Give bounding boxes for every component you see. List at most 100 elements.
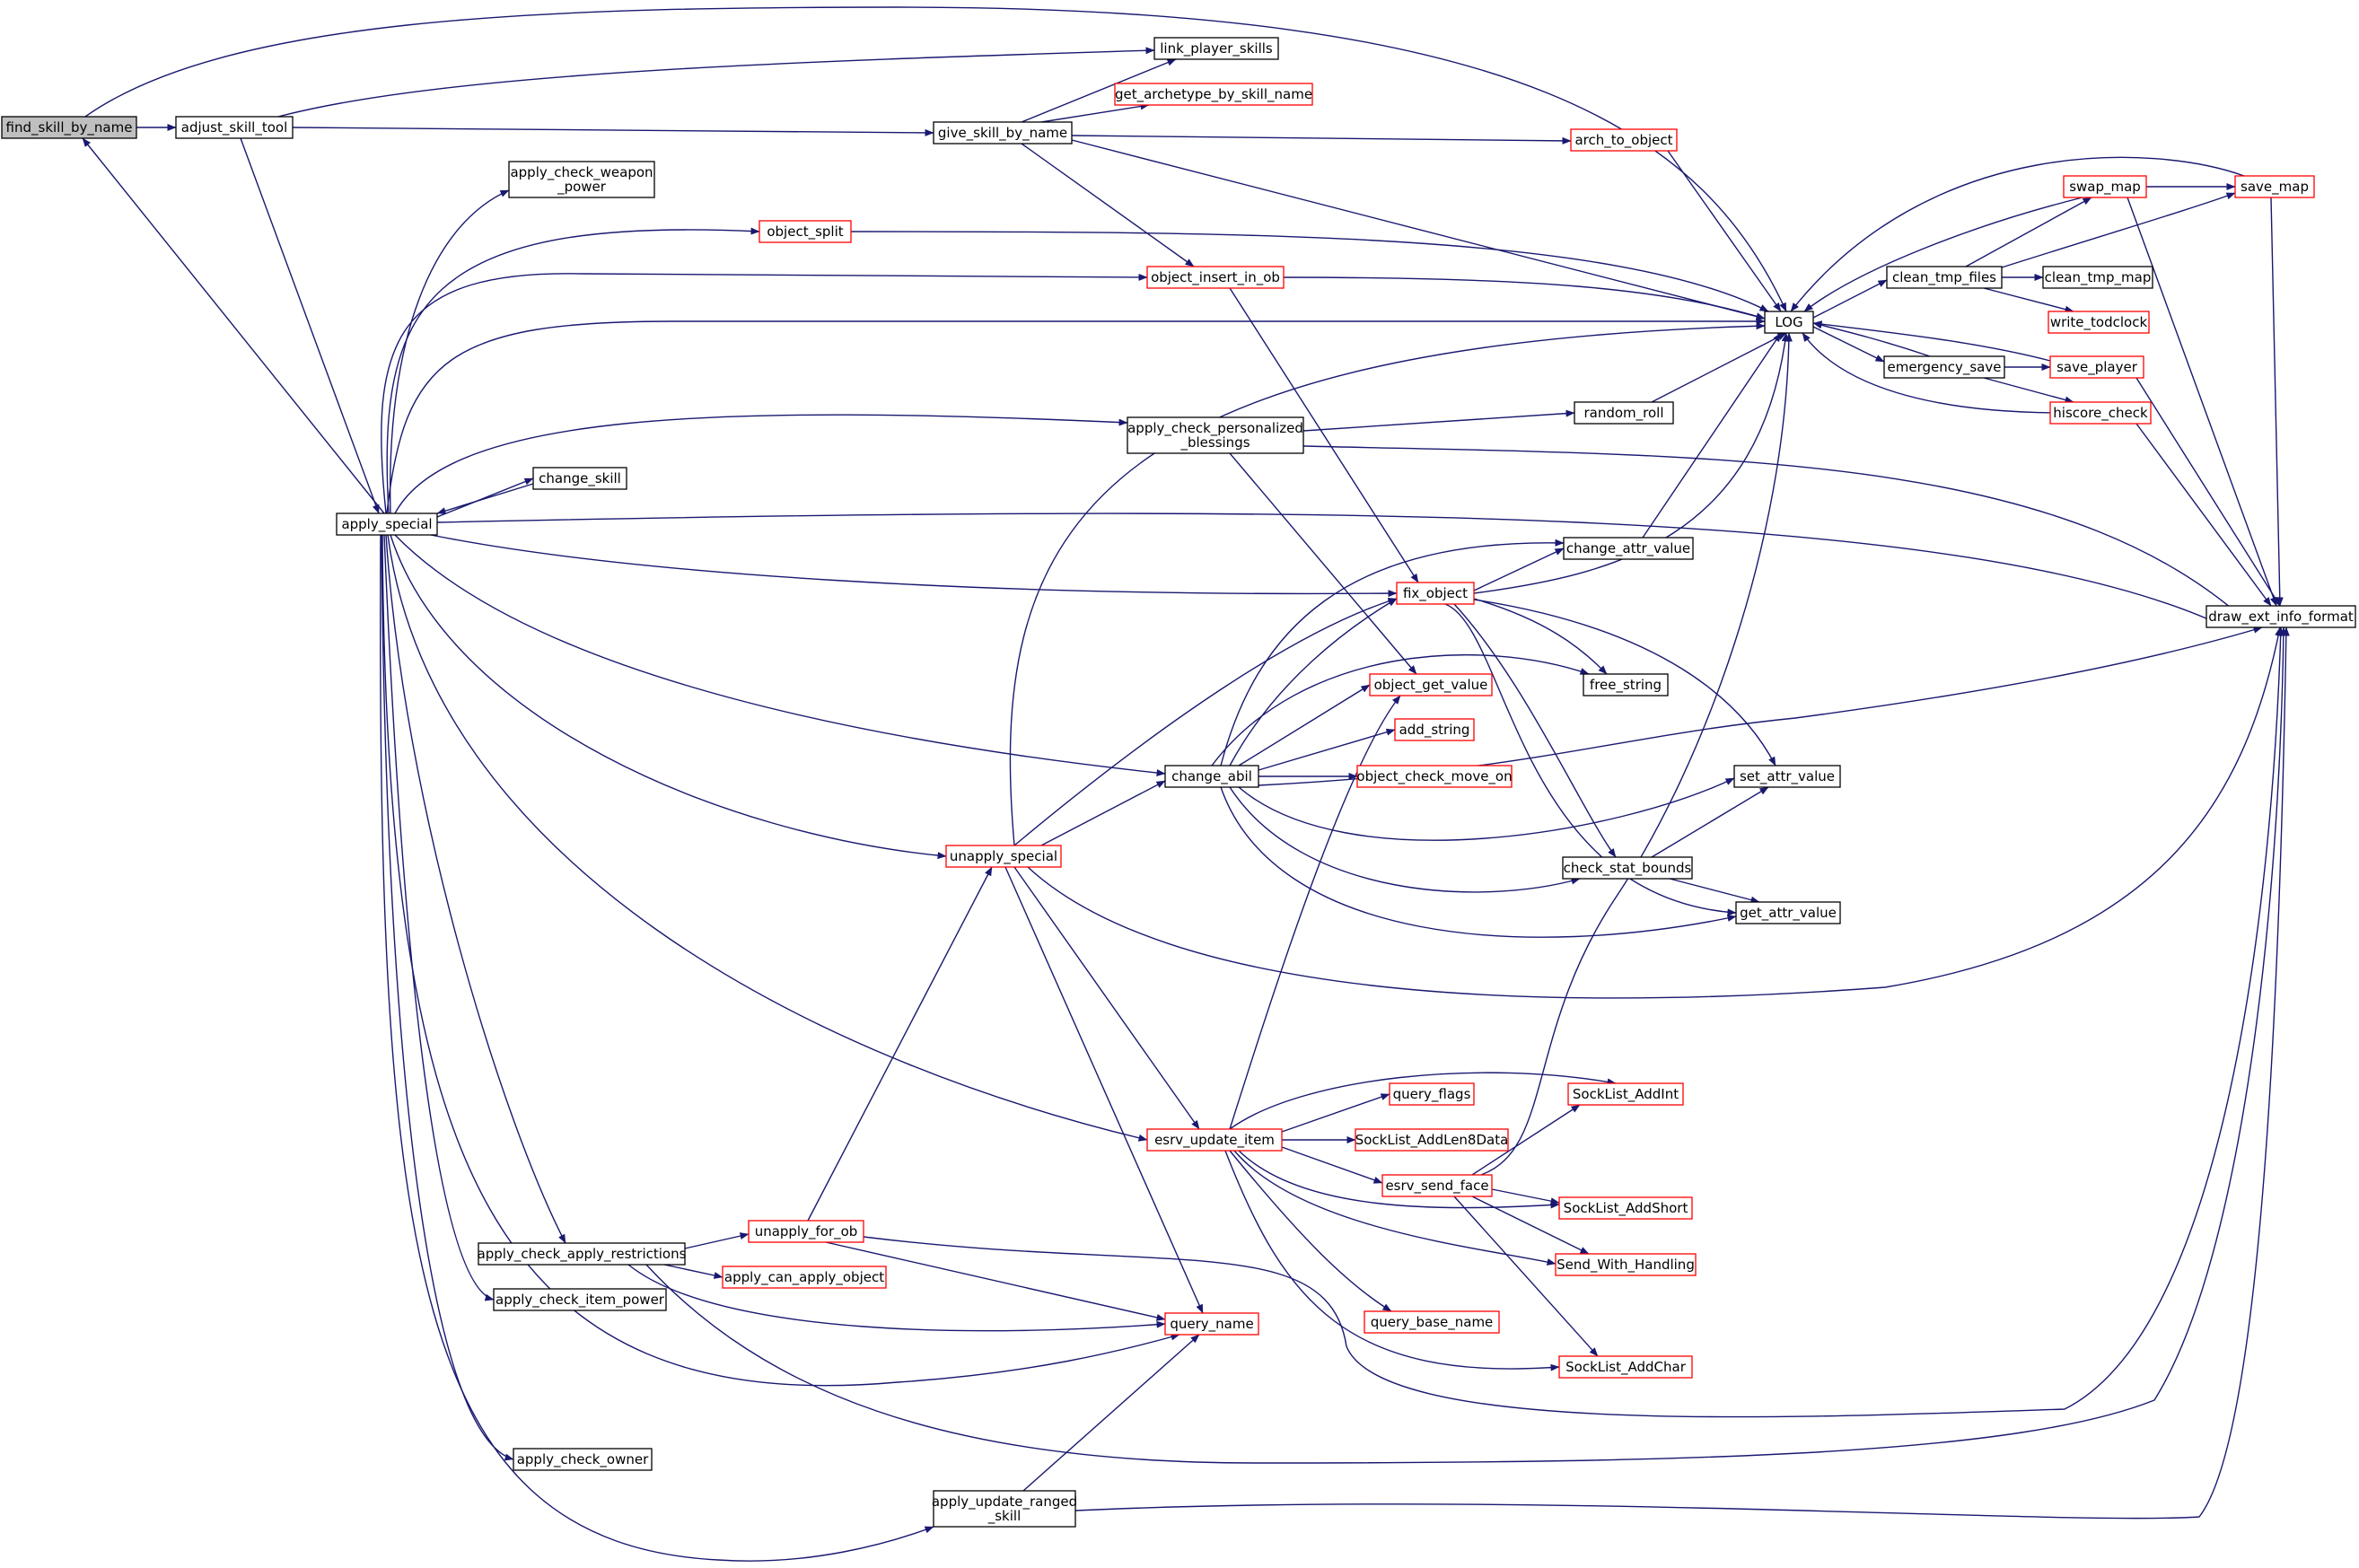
- node-link_player_skills[interactable]: link_player_skills: [1153, 37, 1279, 60]
- node-Send_With_Handling[interactable]: Send_With_Handling: [1555, 1253, 1697, 1276]
- edge-unapply_for_ob-to-unapply_special: [807, 866, 993, 1222]
- node-SockList_AddChar[interactable]: SockList_AddChar: [1558, 1355, 1693, 1379]
- node-label: SockList_AddLen8Data: [1355, 1132, 1509, 1149]
- node-change_attr_value[interactable]: change_attr_value: [1563, 537, 1694, 560]
- edge-change_abil-to-check_stat_bounds: [1229, 786, 1581, 893]
- node-esrv_update_item[interactable]: esrv_update_item: [1146, 1128, 1283, 1152]
- node-hiscore_check[interactable]: hiscore_check: [2049, 401, 2152, 425]
- node-apply_update_ranged_skill[interactable]: apply_update_ranged_skill: [932, 1490, 1077, 1528]
- edge-esrv_send_face-to-Send_With_Handling: [1471, 1196, 1590, 1255]
- node-query_name[interactable]: query_name: [1164, 1312, 1259, 1336]
- edge-check_stat_bounds-to-get_attr_value: [1669, 878, 1760, 904]
- node-box: [493, 1288, 667, 1311]
- node-emergency_save[interactable]: emergency_save: [1883, 355, 2005, 379]
- node-SockList_AddInt[interactable]: SockList_AddInt: [1567, 1082, 1684, 1106]
- node-get_archetype_by_skill_name[interactable]: get_archetype_by_skill_name: [1114, 83, 1313, 106]
- node-box: [2063, 175, 2147, 198]
- node-object_insert_in_ob[interactable]: object_insert_in_ob: [1146, 266, 1285, 289]
- node-apply_check_apply_restrictions[interactable]: apply_check_apply_restrictions: [478, 1242, 687, 1266]
- node-change_abil[interactable]: change_abil: [1164, 765, 1259, 788]
- node-apply_check_item_power[interactable]: apply_check_item_power: [493, 1288, 667, 1311]
- node-add_string[interactable]: add_string: [1394, 718, 1475, 741]
- edge-esrv_update_item-to-SockList_AddShort: [1238, 1150, 1560, 1209]
- node-unapply_special[interactable]: unapply_special: [945, 845, 1062, 868]
- edge-esrv_update_item-to-object_get_value: [1229, 695, 1401, 1130]
- node-LOG[interactable]: LOG: [1764, 311, 1814, 334]
- node-adjust_skill_tool[interactable]: adjust_skill_tool: [175, 116, 294, 139]
- edge-clean_tmp_files-to-write_todclock: [1983, 287, 2074, 313]
- node-box: [1114, 83, 1313, 106]
- edge-fix_object-to-LOG: [1473, 332, 1789, 594]
- edge-esrv_send_face-to-SockList_AddInt: [1471, 1104, 1581, 1176]
- node-label: get_attr_value: [1740, 905, 1837, 922]
- node-SockList_AddShort[interactable]: SockList_AddShort: [1558, 1196, 1693, 1220]
- node-box: [1558, 1196, 1693, 1220]
- node-object_get_value[interactable]: object_get_value: [1369, 673, 1493, 696]
- edge-apply_special-to-unapply_special: [390, 534, 947, 860]
- node-swap_map[interactable]: swap_map: [2063, 175, 2147, 198]
- node-arch_to_object[interactable]: arch_to_object: [1570, 128, 1678, 152]
- node-box: [2048, 311, 2150, 334]
- node-apply_special[interactable]: apply_special: [336, 512, 438, 536]
- node-check_stat_bounds[interactable]: check_stat_bounds: [1562, 856, 1693, 880]
- node-label: object_insert_in_ob: [1151, 269, 1280, 286]
- node-label: _blessings: [1180, 434, 1250, 451]
- node-query_flags[interactable]: query_flags: [1389, 1082, 1475, 1106]
- node-change_skill[interactable]: change_skill: [532, 467, 627, 490]
- node-box: [722, 1266, 887, 1289]
- node-label: query_flags: [1393, 1086, 1471, 1103]
- edge-apply_special-to-LOG: [386, 318, 1766, 514]
- node-unapply_for_ob[interactable]: unapply_for_ob: [748, 1220, 864, 1243]
- edge-clean_tmp_files-to-swap_map: [1965, 197, 2092, 267]
- edge-esrv_send_face-to-LOG: [1480, 332, 1793, 1176]
- edge-apply_check_personalized_blessings-to-draw_ext_info_format: [1302, 445, 2254, 628]
- node-box: [1164, 1312, 1259, 1336]
- edge-fix_object-to-get_attr_value: [1444, 603, 1737, 916]
- node-box: [1, 116, 137, 139]
- node-fix_object[interactable]: fix_object: [1396, 582, 1475, 605]
- node-box: [1574, 401, 1674, 425]
- edge-apply_special-to-change_skill: [436, 477, 534, 518]
- edge-fix_object-to-free_string: [1473, 598, 1608, 675]
- node-SockList_AddLen8Data[interactable]: SockList_AddLen8Data: [1355, 1128, 1509, 1152]
- node-apply_check_personalized_blessings[interactable]: apply_check_personalized_blessings: [1127, 416, 1304, 454]
- node-apply_check_owner[interactable]: apply_check_owner: [513, 1448, 653, 1471]
- node-box: [2042, 266, 2153, 289]
- node-label: save_map: [2241, 179, 2309, 196]
- node-save_player[interactable]: save_player: [2049, 355, 2144, 379]
- node-label: apply_check_personalized: [1127, 420, 1303, 437]
- node-save_map[interactable]: save_map: [2234, 175, 2315, 198]
- edge-esrv_update_item-to-SockList_AddInt: [1229, 1072, 1617, 1130]
- node-free_string[interactable]: free_string: [1583, 673, 1669, 696]
- edge-apply_special-to-query_name: [381, 534, 1180, 1387]
- node-draw_ext_info_format[interactable]: draw_ext_info_format: [2206, 605, 2356, 628]
- node-box: [933, 121, 1073, 145]
- node-label: save_player: [2056, 359, 2138, 376]
- edge-arch_to_object-to-LOG: [1667, 150, 1782, 312]
- node-label: SockList_AddInt: [1573, 1086, 1679, 1103]
- node-label: apply_check_apply_restrictions: [478, 1246, 687, 1263]
- node-esrv_send_face[interactable]: esrv_send_face: [1381, 1174, 1493, 1197]
- node-label: _skill: [987, 1508, 1022, 1525]
- node-clean_tmp_files[interactable]: clean_tmp_files: [1886, 266, 2003, 289]
- node-random_roll[interactable]: random_roll: [1574, 401, 1674, 425]
- node-object_check_move_on[interactable]: object_check_move_on: [1356, 765, 1513, 788]
- node-clean_tmp_map[interactable]: clean_tmp_map: [2042, 266, 2153, 289]
- node-apply_can_apply_object[interactable]: apply_can_apply_object: [722, 1266, 887, 1289]
- node-set_attr_value[interactable]: set_attr_value: [1733, 765, 1841, 788]
- node-query_base_name[interactable]: query_base_name: [1364, 1310, 1500, 1334]
- edge-apply_special-to-object_insert_in_ob: [381, 273, 1148, 514]
- node-find_skill_by_name[interactable]: find_skill_by_name: [1, 116, 137, 139]
- edge-hiscore_check-to-draw_ext_info_format: [2135, 423, 2272, 607]
- node-label: esrv_update_item: [1154, 1132, 1275, 1149]
- node-get_attr_value[interactable]: get_attr_value: [1735, 901, 1841, 924]
- node-box: [1146, 1128, 1283, 1152]
- node-give_skill_by_name[interactable]: give_skill_by_name: [933, 121, 1073, 145]
- edge-change_abil-to-draw_ext_info_format: [1258, 626, 2263, 786]
- edge-adjust_skill_tool-to-give_skill_by_name: [292, 127, 934, 136]
- node-apply_check_weapon_power[interactable]: apply_check_weapon_power: [508, 161, 655, 198]
- node-label: random_roll: [1583, 405, 1663, 422]
- edge-emergency_save-to-LOG: [1812, 321, 1931, 357]
- node-write_todclock[interactable]: write_todclock: [2048, 311, 2150, 334]
- node-object_split[interactable]: object_split: [759, 220, 852, 243]
